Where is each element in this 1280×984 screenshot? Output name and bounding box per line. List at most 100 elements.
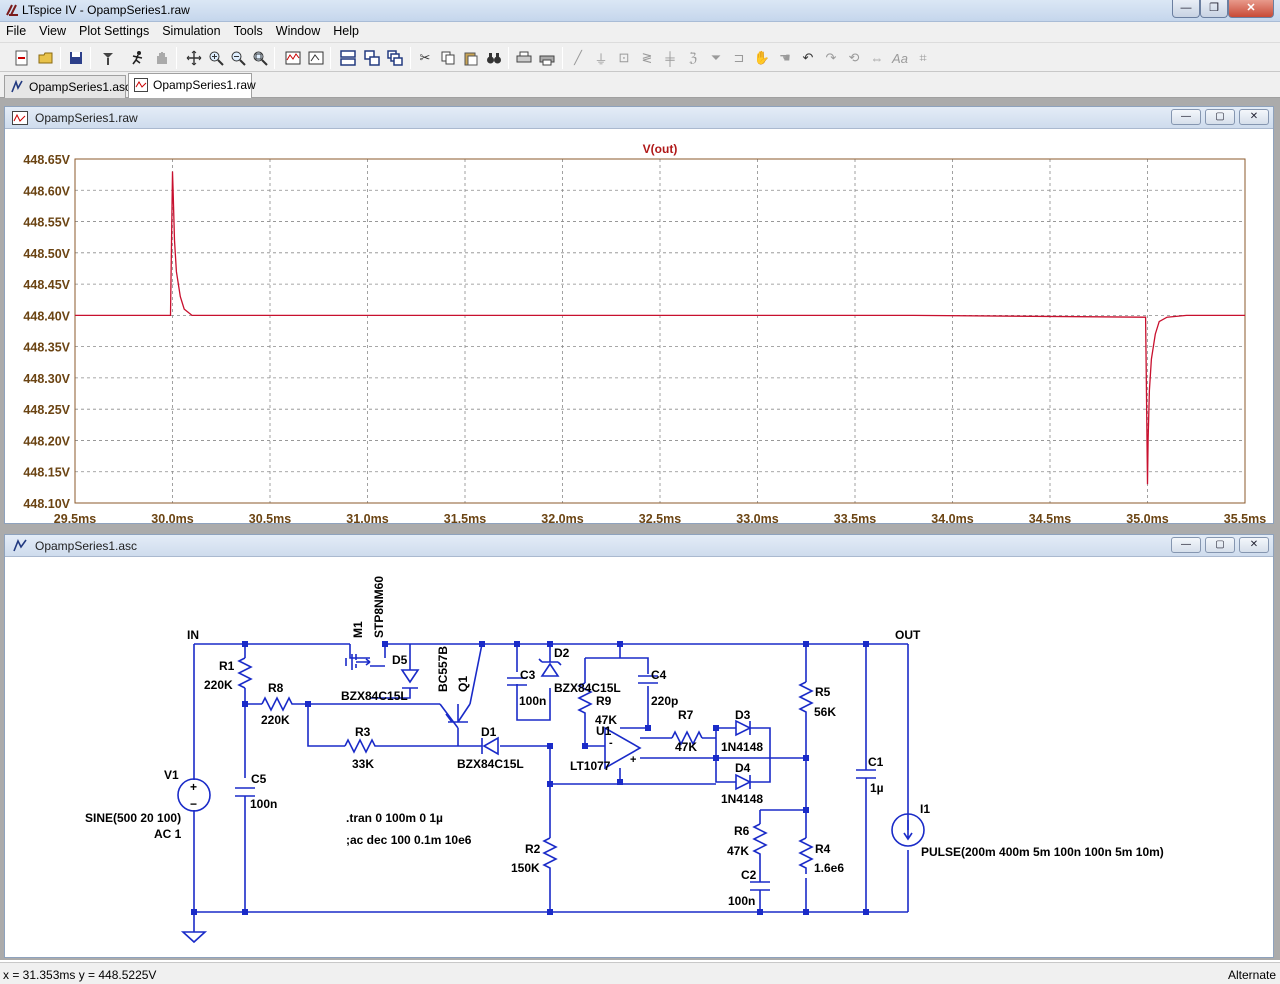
waveform-close-button[interactable]: ✕ (1239, 109, 1269, 125)
open-folder-icon[interactable] (36, 48, 56, 68)
d5-model-label[interactable]: BZX84C15L (341, 689, 408, 703)
v1-ac-value[interactable]: AC 1 (154, 827, 182, 841)
r2-value[interactable]: 150K (511, 861, 540, 875)
d1-label[interactable]: D1 (481, 725, 497, 739)
capacitor-c3[interactable] (507, 677, 527, 686)
diode-icon[interactable]: ⏷ (710, 50, 722, 65)
r6-label[interactable]: R6 (734, 824, 750, 838)
r8-label[interactable]: R8 (268, 681, 284, 695)
r4-label[interactable]: R4 (815, 842, 831, 856)
resistor-r7[interactable] (671, 730, 703, 746)
drag-hand-icon[interactable]: ☚ (779, 50, 791, 65)
current-source-i1[interactable] (891, 813, 925, 847)
m1-model-label[interactable]: STP8NM60 (372, 576, 386, 638)
add-trace-icon[interactable] (306, 48, 326, 68)
zoom-fit-icon[interactable] (250, 48, 270, 68)
resistor-r8[interactable] (261, 696, 296, 712)
minimize-button[interactable]: — (1172, 0, 1200, 18)
r5-label[interactable]: R5 (815, 685, 831, 699)
tab-schematic[interactable]: OpampSeries1.asc (4, 75, 131, 98)
cascade-icon[interactable] (385, 48, 405, 68)
u1-label[interactable]: U1 (596, 724, 612, 738)
menu-view[interactable]: View (39, 24, 67, 38)
mosfet-m1[interactable] (345, 654, 371, 670)
autorange-icon[interactable] (283, 48, 303, 68)
ground-icon[interactable]: ⏚ (594, 51, 608, 67)
transistor-q1[interactable] (445, 703, 471, 723)
d2-model-label[interactable]: BZX84C15L (554, 681, 621, 695)
menu-tools[interactable]: Tools (233, 24, 263, 38)
control-panel-icon[interactable] (98, 48, 118, 68)
trace-label-vout[interactable]: V(out) (643, 142, 678, 156)
print-preview-icon[interactable] (514, 48, 534, 68)
spice-directive-tran[interactable]: .tran 0 100m 0 1µ (346, 811, 443, 825)
diode-d3[interactable] (735, 719, 752, 737)
r3-label[interactable]: R3 (355, 725, 371, 739)
capacitor-c5[interactable] (235, 787, 255, 797)
save-icon[interactable] (66, 48, 86, 68)
d3-model-label[interactable]: 1N4148 (721, 740, 763, 754)
c3-value[interactable]: 100n (519, 694, 546, 708)
r1-value[interactable]: 220K (204, 678, 233, 692)
wire-icon[interactable]: ╱ (574, 50, 582, 65)
component-icon[interactable]: ⊐ (733, 50, 745, 65)
voltage-source-v1[interactable] (177, 778, 211, 812)
v1-value[interactable]: SINE(500 20 100) (85, 811, 181, 825)
wire-q1[interactable] (439, 643, 551, 912)
resistor-r4[interactable] (798, 837, 814, 874)
menu-help[interactable]: Help (333, 24, 359, 38)
schematic-maximize-button[interactable]: ▢ (1205, 537, 1235, 553)
r9-label[interactable]: R9 (596, 694, 612, 708)
opamp-u1[interactable] (604, 726, 642, 770)
wire-r8[interactable] (245, 703, 442, 747)
m1-label[interactable]: M1 (351, 621, 365, 638)
r9-value[interactable]: 47K (595, 713, 617, 727)
r8-value[interactable]: 220K (261, 713, 290, 727)
c5-value[interactable]: 100n (250, 797, 277, 811)
i1-value[interactable]: PULSE(200m 400m 5m 100n 100n 5m 10m) (921, 845, 1164, 859)
tab-waveform[interactable]: OpampSeries1.raw (128, 73, 256, 98)
net-label-in[interactable]: IN (187, 628, 199, 642)
paste-icon[interactable] (461, 48, 481, 68)
diode-d2[interactable] (538, 658, 562, 677)
label-net-icon[interactable]: ⊡ (618, 50, 630, 65)
i1-label[interactable]: I1 (920, 802, 930, 816)
inductor-icon[interactable]: ℨ (688, 50, 697, 65)
new-schematic-icon[interactable] (12, 48, 32, 68)
r1-label[interactable]: R1 (219, 659, 235, 673)
u1-model-label[interactable]: LT1077 (570, 759, 611, 773)
menu-file[interactable]: File (6, 24, 27, 38)
r5-value[interactable]: 56K (814, 705, 836, 719)
r6-value[interactable]: 47K (727, 844, 749, 858)
r7-value[interactable]: 47K (675, 740, 697, 754)
undo-icon[interactable]: ↶ (802, 50, 814, 65)
wire-mosfet[interactable] (349, 644, 411, 699)
q1-model-label[interactable]: BC557B (436, 646, 450, 692)
net-label-out[interactable]: OUT (895, 628, 921, 642)
resistor-r2[interactable] (542, 837, 558, 874)
resistor-r6[interactable] (752, 823, 768, 860)
d2-label[interactable]: D2 (554, 646, 570, 660)
trace-vout[interactable] (75, 171, 1245, 485)
mirror-icon[interactable]: ⇔ (870, 50, 884, 66)
resistor-r5[interactable] (798, 681, 814, 718)
capacitor-c1[interactable] (856, 769, 876, 779)
resistor-r9[interactable] (577, 682, 593, 718)
halt-hand-icon[interactable] (152, 48, 172, 68)
q1-label[interactable]: Q1 (456, 676, 470, 692)
pan-icon[interactable] (184, 48, 204, 68)
c5-label[interactable]: C5 (251, 772, 267, 786)
menu-simulation[interactable]: Simulation (162, 24, 221, 38)
c4-value[interactable]: 220p (651, 694, 678, 708)
spice-comment-ac[interactable]: ;ac dec 100 0.1m 10e6 (346, 833, 472, 847)
diode-d5[interactable] (400, 669, 420, 689)
tile-horizontal-icon[interactable] (338, 48, 358, 68)
wire-c3[interactable] (516, 644, 551, 721)
rotate-icon[interactable]: ⟲ (848, 50, 860, 65)
capacitor-icon[interactable]: ╪ (665, 50, 675, 66)
d5-label[interactable]: D5 (392, 653, 408, 667)
diode-d1[interactable] (481, 736, 499, 756)
schematic-canvas[interactable]: IN OUT M1 STP8NM60 D5 BZX84C15L BC557B Q… (5, 557, 1273, 957)
schematic-minimize-button[interactable]: — (1171, 537, 1201, 553)
find-binoculars-icon[interactable] (484, 48, 504, 68)
